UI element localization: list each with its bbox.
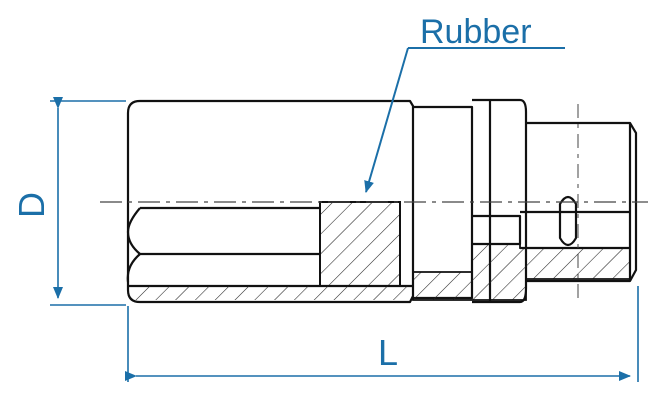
length-label: L <box>378 332 398 373</box>
diameter-label: D <box>11 192 52 218</box>
detent-ball-hole <box>558 195 578 247</box>
hex-corner-curve <box>126 207 141 255</box>
hex-corner-curve-2 <box>126 253 141 283</box>
rubber-leader <box>364 47 409 193</box>
rubber-label: Rubber <box>420 13 532 51</box>
rubber-callout: Rubber <box>364 13 565 193</box>
drive-recess <box>472 214 522 246</box>
rubber-insert <box>319 201 401 287</box>
rubber-hatch <box>319 201 401 287</box>
length-dimension <box>125 286 639 382</box>
wall-hatch-body <box>130 286 413 300</box>
diameter-dimension <box>50 97 126 306</box>
collar-outline <box>472 98 528 304</box>
body-outline <box>126 99 415 304</box>
wall-section <box>130 243 631 301</box>
wall-hatch-rear <box>412 243 631 301</box>
